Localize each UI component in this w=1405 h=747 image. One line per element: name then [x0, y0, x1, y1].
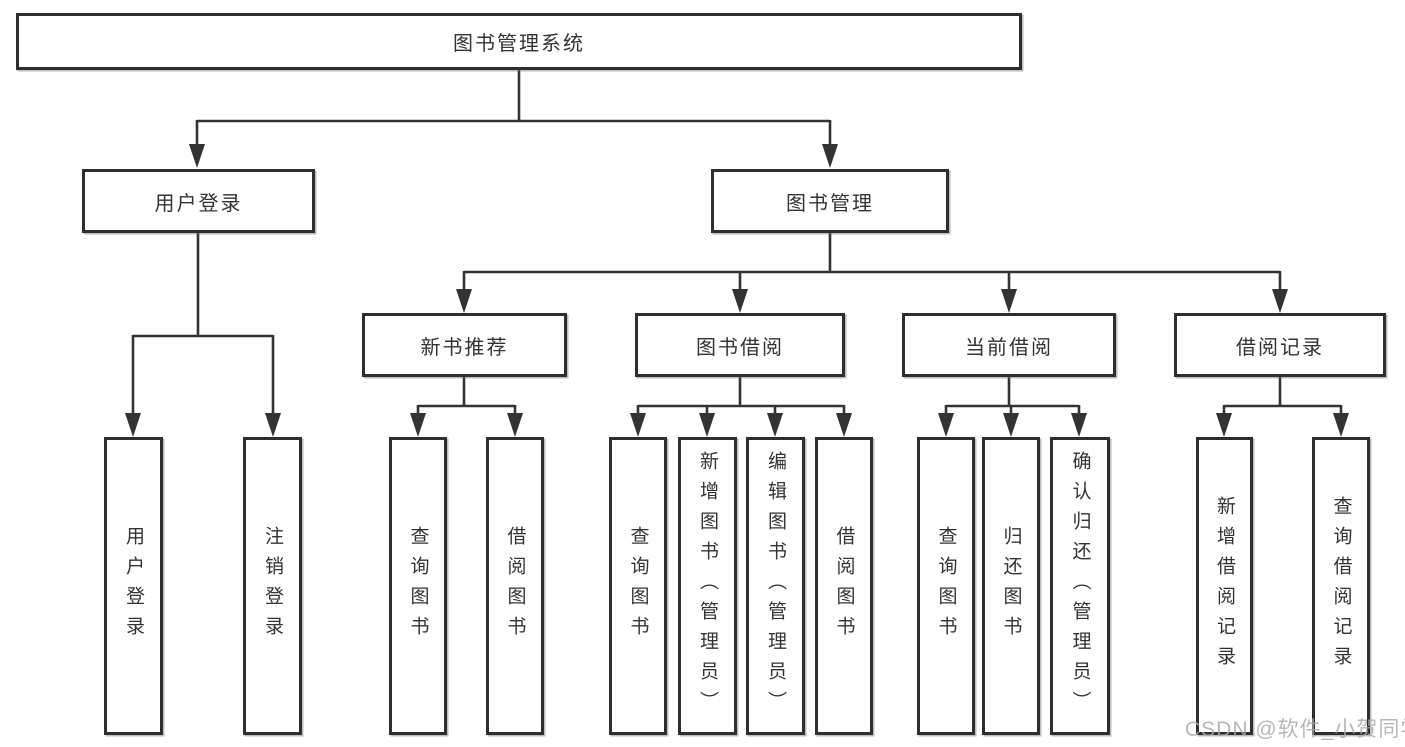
node-book-borrowing: 图书借阅: [635, 313, 845, 377]
node-label: 新增借阅记录: [1214, 496, 1235, 676]
node-label: 注销登录: [262, 526, 283, 646]
node-label: 图书管理系统: [453, 33, 585, 55]
node-current-borrowing: 当前借阅: [902, 313, 1116, 377]
node-user-login: 用户登录: [82, 169, 315, 233]
node-label: 用户登录: [123, 526, 144, 646]
node-label: 新增图书（管理员）: [697, 451, 718, 721]
node-label: 编辑图书（管理员）: [765, 451, 786, 721]
node-label: 查询图书: [407, 526, 429, 646]
node-label: 借阅记录: [1236, 336, 1324, 359]
leaf-recommend-query-books: 查询图书: [389, 437, 447, 735]
leaf-current-return-books: 归还图书: [982, 437, 1040, 735]
leaf-current-confirm-return-admin: 确认归还（管理员）: [1050, 437, 1110, 735]
leaf-borrowing-edit-books-admin: 编辑图书（管理员）: [746, 437, 805, 735]
leaf-records-query-record: 查询借阅记录: [1312, 437, 1370, 735]
leaf-current-query-books: 查询图书: [917, 437, 975, 735]
leaf-recommend-borrow-books: 借阅图书: [486, 437, 544, 735]
node-label: 借阅图书: [504, 526, 526, 646]
node-label: 查询图书: [935, 526, 957, 646]
connector-paths: [131, 70, 1343, 420]
node-label: 查询借阅记录: [1330, 496, 1352, 676]
leaf-user-login: 用户登录: [104, 437, 163, 735]
node-label: 借阅图书: [833, 526, 855, 646]
leaf-logout-login: 注销登录: [243, 437, 302, 735]
node-new-book-recommend: 新书推荐: [362, 313, 567, 377]
node-label: 归还图书: [1000, 526, 1022, 646]
leaf-borrowing-query-books: 查询图书: [609, 437, 667, 735]
node-label: 当前借阅: [965, 336, 1053, 359]
csdn-watermark: CSDN @软件_小贺同学: [1185, 718, 1405, 741]
leaf-records-add-record: 新增借阅记录: [1196, 437, 1253, 735]
node-label: 用户登录: [154, 192, 243, 215]
node-label: 确认归还（管理员）: [1069, 451, 1091, 721]
leaf-borrowing-add-books-admin: 新增图书（管理员）: [678, 437, 737, 735]
node-label: 图书借阅: [696, 336, 784, 359]
node-borrowing-records: 借阅记录: [1174, 313, 1386, 377]
node-root-system: 图书管理系统: [16, 13, 1022, 70]
leaf-borrowing-borrow-books: 借阅图书: [815, 437, 873, 735]
arrowheads: [125, 144, 1349, 437]
node-label: 查询图书: [627, 526, 649, 646]
node-book-management: 图书管理: [711, 169, 949, 233]
node-label: 图书管理: [786, 192, 874, 215]
node-label: 新书推荐: [420, 336, 509, 359]
